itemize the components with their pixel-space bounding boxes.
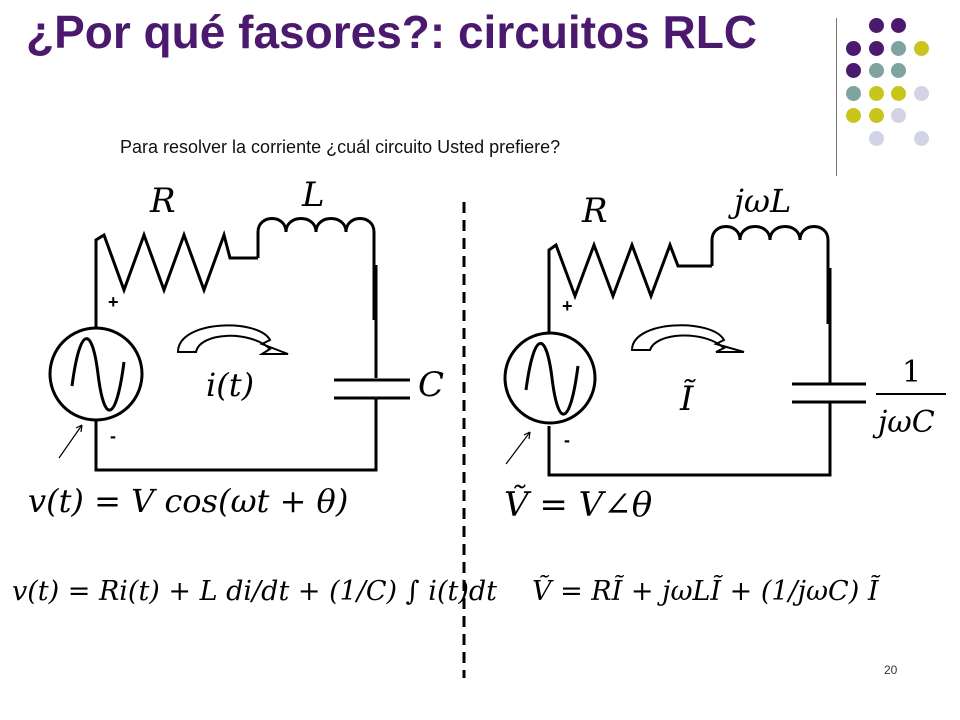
page-number: 20 xyxy=(884,663,898,677)
right-capacitor xyxy=(792,382,866,404)
left-resistor xyxy=(94,229,258,295)
right-resistor-label: R xyxy=(581,191,608,231)
left-sine-icon xyxy=(70,337,126,412)
right-plus-sign: + xyxy=(562,296,573,316)
left-circuit xyxy=(48,217,410,472)
decor-dot xyxy=(868,63,884,78)
right-sine-icon xyxy=(524,341,580,416)
right-source-equation: Ṽ = V∠θ xyxy=(504,485,652,525)
right-resistor xyxy=(547,240,712,301)
right-voltage-source xyxy=(503,331,597,425)
slide-title: ¿Por qué fasores?: circuitos RLC xyxy=(26,6,758,58)
decor-dot xyxy=(891,40,906,56)
left-kvl-equation: v(t) = Ri(t) + L di/dt + (1/C) ∫ i(t)dt xyxy=(12,576,497,607)
decor-dot xyxy=(868,18,884,33)
decor-dot xyxy=(868,108,884,123)
left-inductor-label: L xyxy=(301,175,325,215)
right-current-label: Ĩ xyxy=(679,379,696,419)
slide-subtitle: Para resolver la corriente ¿cuál circuit… xyxy=(120,137,561,157)
left-arrow-tick-head-icon xyxy=(75,424,83,433)
decor-dot xyxy=(891,63,906,78)
decor-dot xyxy=(868,40,884,56)
left-minus-sign: - xyxy=(110,426,116,446)
left-source-equation: v(t) = V cos(ωt + θ) xyxy=(28,482,348,520)
decor-dot xyxy=(868,85,884,101)
decor-dot xyxy=(891,18,906,33)
left-capacitor-label: C xyxy=(418,365,444,405)
right-arrow-tick-icon xyxy=(505,431,531,465)
right-arrow-tick-head-icon xyxy=(523,431,531,440)
decor-dot xyxy=(846,40,861,56)
left-current-arrow-icon xyxy=(176,324,289,355)
left-capacitor xyxy=(334,378,410,400)
right-capacitor-denominator: jωC xyxy=(872,405,935,440)
decor-dot xyxy=(846,108,861,123)
decor-dot xyxy=(913,130,929,146)
left-bottom-wire xyxy=(94,398,378,472)
decor-divider xyxy=(836,18,837,176)
right-capacitor-numerator: 1 xyxy=(902,355,921,390)
decor-dot xyxy=(846,85,861,101)
left-inductor xyxy=(256,217,376,320)
decor-dot xyxy=(868,130,884,146)
right-kvl-equation: Ṽ = RĨ + jωLĨ + (1/jωC) Ĩ xyxy=(532,574,881,607)
left-current-label: i(t) xyxy=(206,366,254,404)
right-minus-sign: - xyxy=(564,430,570,450)
right-bottom-wire xyxy=(547,402,832,477)
right-inductor-label: jωL xyxy=(728,182,791,220)
left-plus-sign: + xyxy=(108,292,119,312)
left-resistor-label: R xyxy=(149,181,176,221)
right-circuit xyxy=(503,225,866,477)
decor-dot xyxy=(891,108,906,123)
decor-dot xyxy=(913,40,929,56)
decor-dot xyxy=(891,85,906,101)
decor-dot xyxy=(913,85,929,101)
left-voltage-source xyxy=(48,326,144,422)
right-current-arrow-icon xyxy=(630,324,745,353)
decor-dot-grid xyxy=(846,18,956,158)
decor-dot xyxy=(846,63,861,78)
right-inductor xyxy=(710,225,830,324)
left-arrow-tick-icon xyxy=(58,424,83,459)
